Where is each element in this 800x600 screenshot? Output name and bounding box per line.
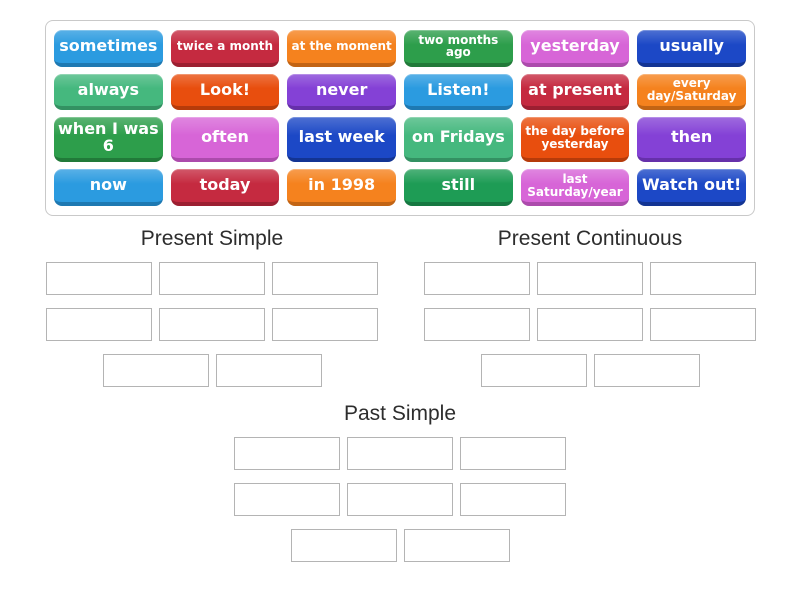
answer-slot[interactable] (347, 437, 453, 470)
group-title: Present Simple (140, 227, 284, 250)
answer-slot[interactable] (460, 483, 566, 516)
word-tile[interactable]: today (170, 169, 280, 206)
group-title: Past Simple (343, 402, 457, 425)
answer-slot[interactable] (46, 308, 152, 341)
answer-slot[interactable] (650, 308, 756, 341)
answer-slot[interactable] (46, 262, 152, 295)
answer-slot[interactable] (234, 483, 340, 516)
answer-slot[interactable] (424, 262, 530, 295)
word-tile[interactable]: two months ago (403, 30, 513, 67)
answer-slot[interactable] (234, 437, 340, 470)
word-tile[interactable]: usually (637, 30, 746, 67)
answer-slot[interactable] (460, 437, 566, 470)
word-tile[interactable]: twice a month (170, 30, 280, 67)
answer-slot[interactable] (102, 354, 209, 387)
answer-slot[interactable] (347, 483, 453, 516)
word-tile[interactable]: now (54, 169, 163, 206)
answer-slot[interactable] (424, 308, 530, 341)
group-present-continuous: Present Continuous (416, 226, 764, 387)
word-tile[interactable]: the day before yesterday (520, 117, 630, 163)
word-tile[interactable]: Listen! (403, 73, 513, 111)
answer-slot[interactable] (537, 308, 643, 341)
word-tile[interactable]: in 1998 (287, 169, 396, 206)
answer-slot[interactable] (272, 308, 378, 341)
answer-slot[interactable] (159, 262, 265, 295)
word-tile[interactable]: on Fridays (403, 117, 513, 163)
answer-slot[interactable] (290, 529, 397, 562)
group-slots (38, 262, 386, 387)
word-tile[interactable]: when I was 6 (54, 117, 163, 163)
word-tile[interactable]: often (170, 117, 280, 163)
word-tile[interactable]: Watch out! (637, 169, 746, 206)
answer-slot[interactable] (593, 354, 700, 387)
answer-slot[interactable] (480, 354, 587, 387)
word-tile[interactable]: last week (287, 117, 396, 163)
group-slots (416, 262, 764, 387)
answer-slot[interactable] (537, 262, 643, 295)
word-tile[interactable]: at present (520, 73, 630, 111)
word-tile[interactable]: then (637, 117, 746, 163)
group-past-simple: Past Simple (226, 401, 574, 562)
word-tile[interactable]: still (403, 169, 513, 206)
answer-slot[interactable] (650, 262, 756, 295)
word-tile[interactable]: always (54, 73, 163, 111)
group-present-simple: Present Simple (38, 226, 386, 387)
word-tile[interactable]: never (287, 73, 396, 111)
word-tile[interactable]: sometimes (54, 30, 163, 67)
word-tile[interactable]: last Saturday/year (520, 169, 630, 206)
group-title: Present Continuous (497, 227, 683, 250)
word-tile[interactable]: every day/Saturday (637, 73, 746, 111)
word-tile[interactable]: at the moment (287, 30, 396, 67)
group-slots (226, 437, 574, 562)
answer-slot[interactable] (215, 354, 322, 387)
answer-slot[interactable] (159, 308, 265, 341)
word-tile[interactable]: yesterday (520, 30, 630, 67)
answer-slot[interactable] (403, 529, 510, 562)
answer-slot[interactable] (272, 262, 378, 295)
word-tile[interactable]: Look! (170, 73, 280, 111)
